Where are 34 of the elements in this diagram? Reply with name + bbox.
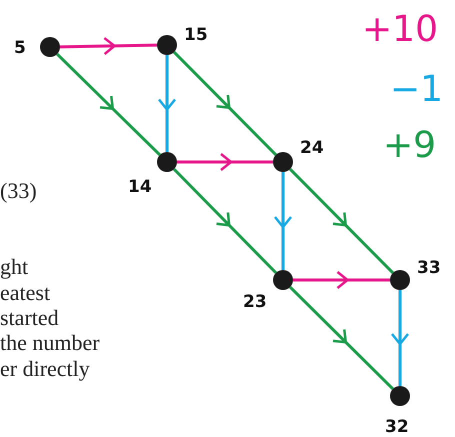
point-dot bbox=[390, 270, 410, 290]
point-dot bbox=[273, 152, 293, 172]
number-label: 14 bbox=[128, 177, 152, 197]
number-label: 5 bbox=[14, 38, 26, 58]
arrow bbox=[289, 286, 394, 390]
number-label: 33 bbox=[417, 258, 441, 278]
text-fragment: er directly bbox=[0, 358, 90, 380]
text-fragment: ght bbox=[0, 256, 28, 278]
arrow bbox=[172, 168, 278, 274]
number-label: 24 bbox=[300, 138, 324, 158]
arrow bbox=[56, 52, 161, 156]
point-dot bbox=[273, 270, 293, 290]
number-label: 32 bbox=[385, 417, 409, 437]
text-fragment: eatest bbox=[0, 282, 50, 304]
number-label: 15 bbox=[184, 25, 208, 45]
arrow bbox=[158, 55, 176, 152]
point-dot bbox=[40, 37, 60, 57]
step-label: −1 bbox=[390, 72, 444, 108]
arrow bbox=[172, 51, 278, 156]
point-dot bbox=[157, 35, 177, 55]
arrow bbox=[288, 168, 394, 274]
number-label: 23 bbox=[243, 292, 267, 312]
arrow bbox=[177, 152, 273, 172]
arrow bbox=[390, 290, 410, 386]
arrow bbox=[293, 270, 390, 290]
arrow bbox=[60, 36, 158, 56]
step-label: +10 bbox=[362, 12, 438, 48]
point-dot bbox=[157, 152, 177, 172]
text-fragment: the number bbox=[0, 332, 100, 354]
text-fragment: (33) bbox=[0, 180, 37, 202]
text-fragment: started bbox=[0, 307, 59, 329]
step-label: +9 bbox=[383, 128, 436, 164]
arrow bbox=[274, 172, 292, 270]
point-dot bbox=[390, 386, 410, 406]
